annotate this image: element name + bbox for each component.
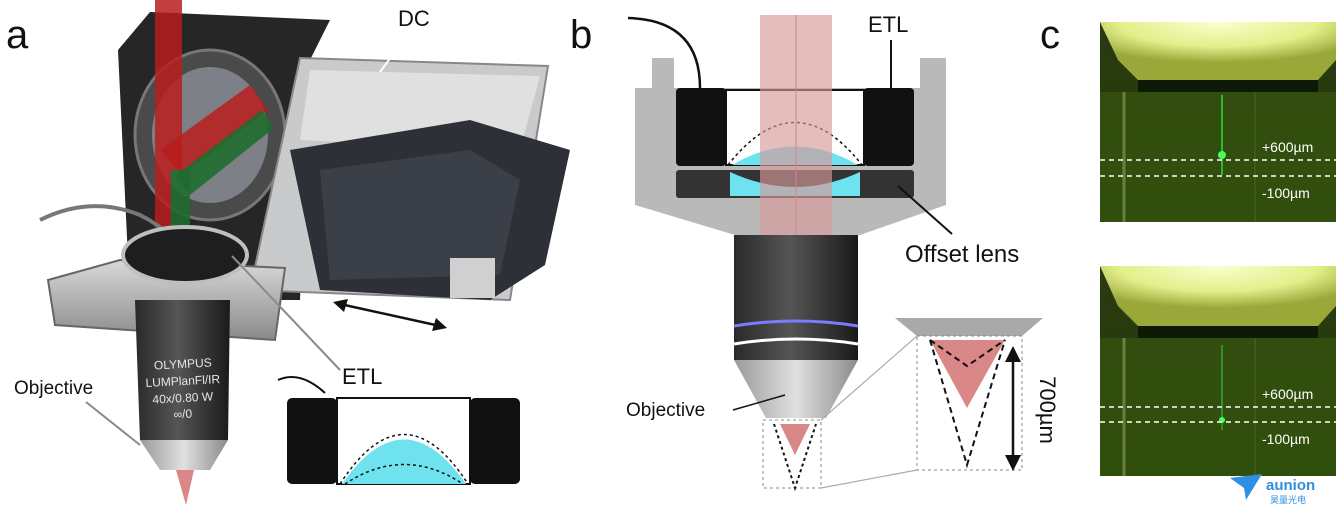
- label-etl-a: ETL: [342, 364, 382, 389]
- photo-top-focus: [1218, 151, 1226, 159]
- photo-bottom-objective-edge: [1138, 326, 1318, 338]
- objective-ring-white: [733, 337, 859, 346]
- etl-inset-left-housing: [287, 398, 337, 484]
- etl-curve-dashed: [727, 121, 863, 166]
- watermark-brand: aunion: [1266, 477, 1315, 494]
- zoom-line-top: [820, 335, 918, 421]
- leader-etl-a: [231, 255, 341, 371]
- leader-offset-lens: [897, 185, 953, 235]
- cube-connector: [450, 258, 495, 298]
- objective-tube-length: ∞/0: [173, 407, 193, 422]
- translation-arrowhead-left: [333, 299, 348, 312]
- objective-model: LUMPlanFl/IR: [145, 372, 221, 390]
- panel-a: a OLYMPUS LUMPlanFl/IR 40x/0.80 W ∞/0: [6, 0, 570, 505]
- red-laser-diagonal: [160, 85, 268, 175]
- depth-arrowhead-bottom: [1005, 455, 1021, 471]
- photo-top-label-upper: +600µm: [1262, 139, 1313, 155]
- zoom-cone-tip: [895, 318, 1043, 336]
- photo-bottom-label-lower: -100µm: [1262, 431, 1310, 447]
- photo-top-glow: [1100, 22, 1336, 80]
- translation-arrowhead-right: [432, 318, 447, 331]
- photo-top-chamber: [1100, 92, 1336, 222]
- etl-inset: [277, 376, 520, 485]
- label-offset-lens: Offset lens: [905, 241, 1019, 268]
- objective-beam-tip: [176, 470, 194, 505]
- focus-cone-small: [780, 424, 810, 455]
- label-objective-a: Objective: [14, 378, 93, 399]
- focus-dashed-short: [929, 339, 1006, 368]
- translation-arrow: [339, 302, 441, 328]
- photo-bottom-label-upper: +600µm: [1262, 386, 1313, 402]
- panel-c: c +600µm -100µm: [1040, 13, 1336, 506]
- label-dc: DC: [398, 6, 430, 31]
- objective-cone-b: [734, 360, 858, 418]
- photo-bottom: +600µm -100µm: [1100, 266, 1336, 476]
- leader-dc: [379, 33, 409, 73]
- photo-top-objective-edge: [1138, 80, 1318, 92]
- label-depth: 700µm: [1035, 376, 1060, 444]
- focus-cone-zoom: [930, 340, 1005, 408]
- panel-c-letter: c: [1040, 13, 1060, 57]
- watermark-logo: aunion 昊量光电: [1230, 474, 1315, 506]
- objective-brand: OLYMPUS: [154, 356, 212, 373]
- watermark-icon: [1230, 474, 1262, 500]
- etl-inset-liquid: [342, 439, 466, 484]
- focus-dashed-small: [773, 423, 817, 492]
- etl-left-housing: [676, 88, 726, 166]
- panel-a-letter: a: [6, 13, 29, 57]
- etl-inset-curve-high: [339, 433, 469, 485]
- photo-top: +600µm -100µm: [1100, 22, 1336, 222]
- panel-b-letter: b: [570, 13, 592, 57]
- green-laser-diagonal: [176, 110, 274, 195]
- photo-bottom-glow: [1100, 266, 1336, 326]
- etl-ring: [121, 225, 249, 285]
- focus-box-zoom: [916, 335, 1023, 471]
- cube-face: [320, 150, 520, 280]
- objective-cone: [140, 440, 228, 470]
- focus-box-small: [762, 419, 822, 489]
- objective-ring-blue: [733, 319, 859, 328]
- watermark-sub: 昊量光电: [1270, 494, 1306, 506]
- leader-objective-b: [732, 394, 786, 411]
- focus-dashed-long: [929, 339, 1006, 469]
- label-etl-b: ETL: [868, 12, 908, 37]
- objective-body: [135, 300, 230, 440]
- label-objective-b: Objective: [626, 400, 705, 421]
- etl-inset-curve-low: [344, 463, 464, 485]
- zoom-line-bottom: [820, 469, 918, 489]
- objective-magnification: 40x/0.80 W: [152, 389, 214, 406]
- etl-inset-right-housing: [470, 398, 520, 484]
- leader-objective-a: [85, 401, 141, 446]
- photo-top-label-lower: -100µm: [1262, 185, 1310, 201]
- panel-b: b: [570, 12, 1060, 492]
- objective-body-b: [734, 235, 858, 360]
- etl-cable-b: [627, 16, 702, 89]
- etl-right-housing: [864, 88, 914, 166]
- depth-arrowhead-top: [1005, 346, 1021, 362]
